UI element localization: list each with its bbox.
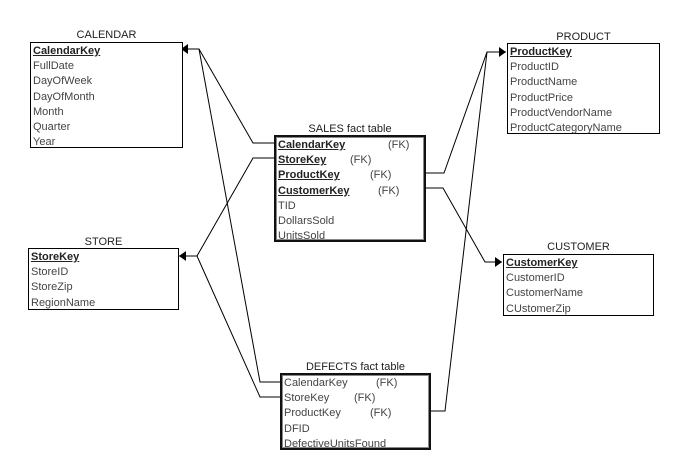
- defects-table-title: DEFECTS fact table: [305, 361, 406, 373]
- foreign-key-label: (FK): [376, 377, 398, 389]
- line-defects-calendar: [198, 48, 280, 383]
- foreign-key-label: (FK): [370, 169, 392, 182]
- foreign-key-label: (FK): [370, 407, 392, 420]
- arrow-calendar-icon: [181, 44, 188, 54]
- field-row: ProductName: [510, 75, 657, 90]
- field-name: Month: [33, 105, 64, 118]
- field-name: CUstomerZip: [506, 302, 571, 315]
- field-row: TID: [278, 199, 422, 214]
- field-name: ProductKey: [278, 169, 340, 182]
- field-name: ProductCategoryName: [510, 121, 622, 134]
- field-name: ProductKey: [284, 407, 341, 420]
- field-row: CalendarKey (FK): [278, 138, 422, 153]
- field-row: ProductKey (FK): [284, 406, 427, 421]
- field-name: CalendarKey: [33, 45, 101, 57]
- field-row: Month: [33, 105, 180, 120]
- field-row: CustomerName: [506, 286, 651, 301]
- field-row: RegionName: [31, 296, 176, 311]
- line-sales-calendar: [181, 48, 274, 144]
- arrow-customer-icon: [495, 257, 502, 267]
- field-row: FullDate: [33, 59, 180, 74]
- field-row: ProductKey: [510, 45, 657, 60]
- field-row: CustomerKey (FK): [278, 184, 422, 199]
- arrow-store-icon: [179, 251, 186, 261]
- line-sales-product: [426, 51, 506, 174]
- field-name: StoreID: [31, 266, 69, 279]
- field-row: DayOfWeek: [33, 74, 180, 89]
- line-defects-product: [431, 51, 488, 412]
- customer-table-title: CUSTOMER: [547, 241, 610, 253]
- field-name: CustomerID: [506, 272, 565, 285]
- field-row: Quarter: [33, 120, 180, 135]
- field-row: StoreKey (FK): [284, 391, 427, 406]
- line-defects-store: [196, 255, 280, 398]
- product-table-title: PRODUCT: [556, 31, 611, 43]
- field-row: UnitsSold: [278, 229, 422, 244]
- field-name: ProductVendorName: [510, 106, 613, 119]
- field-name: CalendarKey: [278, 139, 346, 151]
- field-name: DefectiveUnitsFound: [284, 437, 387, 450]
- field-row: CalendarKey (FK): [284, 376, 427, 391]
- field-row: DayOfMonth: [33, 90, 180, 105]
- field-name: CustomerName: [506, 287, 584, 300]
- field-name: UnitsSold: [278, 230, 326, 243]
- field-row: ProductVendorName: [510, 106, 657, 121]
- line-sales-store: [179, 157, 274, 257]
- foreign-key-label: (FK): [388, 139, 410, 151]
- store-table-title: STORE: [84, 236, 123, 248]
- foreign-key-label: (FK): [378, 184, 400, 197]
- field-name: Year: [33, 136, 56, 149]
- field-name: CustomerKey: [506, 257, 578, 269]
- field-name: CustomerKey: [278, 184, 350, 197]
- field-row: CUstomerZip: [506, 302, 651, 317]
- field-row: ProductID: [510, 60, 657, 75]
- field-row: StoreKey: [31, 250, 176, 265]
- defects-table[interactable]: CalendarKey (FK) StoreKey (FK) ProductKey (FK…: [280, 373, 431, 450]
- field-name: DollarsSold: [278, 214, 335, 227]
- field-row: Year: [33, 135, 180, 150]
- field-name: TID: [278, 199, 296, 212]
- field-row: StoreZip: [31, 280, 176, 295]
- field-name: Quarter: [33, 120, 71, 133]
- sales-table-title: SALES fact table: [308, 123, 392, 135]
- foreign-key-label: (FK): [350, 154, 372, 167]
- field-name: DayOfMonth: [33, 90, 95, 103]
- field-row: DefectiveUnitsFound: [284, 437, 427, 452]
- field-row: ProductPrice: [510, 91, 657, 106]
- field-name: StoreKey: [284, 392, 330, 405]
- field-name: RegionName: [31, 296, 96, 309]
- field-name: ProductKey: [510, 46, 572, 58]
- field-name: StoreZip: [31, 281, 73, 294]
- field-row: ProductCategoryName: [510, 121, 657, 136]
- field-row: StoreID: [31, 265, 176, 280]
- field-name: DayOfWeek: [33, 75, 93, 88]
- field-row: DollarsSold: [278, 214, 422, 229]
- field-name: StoreKey: [31, 251, 80, 263]
- line-sales-customer: [426, 187, 502, 263]
- sales-table[interactable]: CalendarKey (FK) StoreKey (FK) ProductKey (FK…: [274, 135, 426, 242]
- calendar-table-title: CALENDAR: [76, 29, 137, 41]
- field-name: ProductPrice: [510, 91, 573, 104]
- field-row: CalendarKey: [33, 44, 180, 59]
- arrow-product-icon: [499, 47, 506, 57]
- field-row: CustomerKey: [506, 256, 651, 271]
- foreign-key-label: (FK): [354, 392, 376, 405]
- field-row: ProductKey (FK): [278, 168, 422, 183]
- field-name: CalendarKey: [284, 377, 348, 389]
- field-row: CustomerID: [506, 271, 651, 286]
- field-name: FullDate: [33, 60, 74, 73]
- field-name: DFID: [284, 422, 310, 435]
- field-row: DFID: [284, 422, 427, 437]
- field-name: ProductID: [510, 61, 559, 74]
- field-name: ProductName: [510, 76, 578, 89]
- field-row: StoreKey (FK): [278, 153, 422, 168]
- field-name: StoreKey: [278, 154, 327, 167]
